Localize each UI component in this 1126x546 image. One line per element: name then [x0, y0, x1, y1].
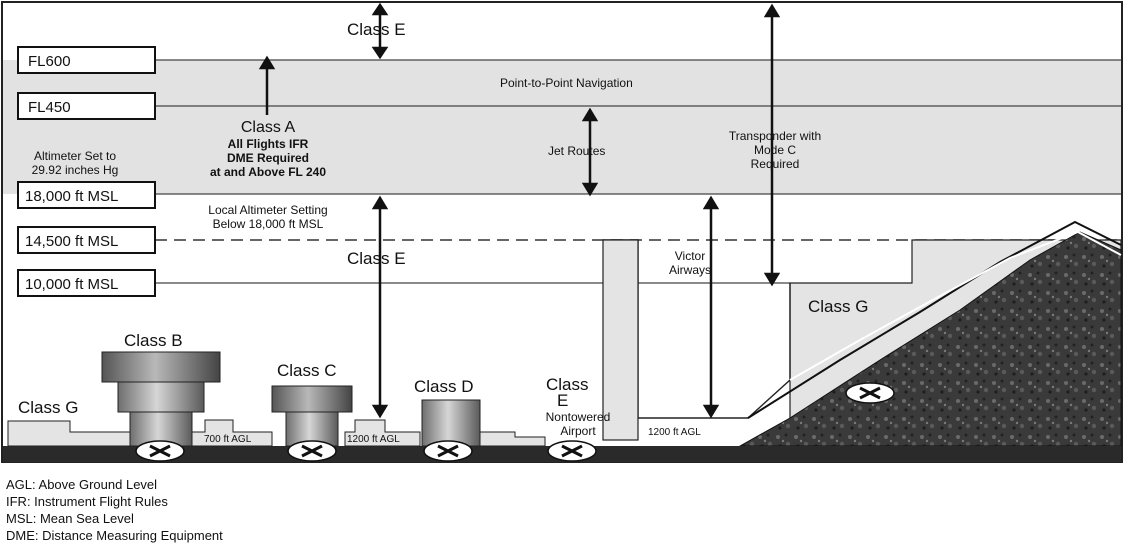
arrow-head — [371, 46, 389, 60]
label-agl-1200-b: 1200 ft AGL — [648, 427, 701, 438]
altitude-label: FL450 — [28, 99, 71, 116]
label-class-g-right: Class G — [808, 297, 868, 316]
label-victor-line1: Victor — [675, 249, 705, 263]
label-class-a-line1: All Flights IFR — [228, 137, 309, 151]
label-point-to-point: Point-to-Point Navigation — [500, 76, 633, 90]
label-class-g-left: Class G — [18, 398, 78, 417]
label-class-a-line2: DME Required — [227, 151, 309, 165]
label-altimeter-line2: 29.92 inches Hg — [32, 163, 119, 177]
label-class-a-title: Class A — [241, 119, 296, 136]
label-class-d: Class D — [414, 377, 474, 396]
label-transponder-line1: Transponder with — [729, 129, 821, 143]
altitude-box-fl450: FL450 — [17, 92, 156, 120]
label-class-c: Class C — [277, 361, 337, 380]
legend: AGL: Above Ground Level IFR: Instrument … — [6, 476, 223, 544]
class-d-airspace — [421, 399, 481, 447]
label-class-e-low-1: Class — [546, 375, 589, 394]
label-local-alt-line1: Local Altimeter Setting — [208, 203, 327, 217]
class-e-floor-outline — [189, 419, 273, 447]
arrow-head — [581, 107, 599, 122]
legend-ifr: IFR: Instrument Flight Rules — [6, 494, 168, 509]
label-class-e-top: Class E — [347, 20, 406, 39]
label-agl-1200-a: 1200 ft AGL — [347, 434, 400, 445]
altitude-label: FL600 — [28, 53, 71, 70]
label-class-a-line3: at and Above FL 240 — [210, 165, 326, 179]
label-class-e-low-2: E — [557, 391, 568, 410]
arrow-head — [763, 3, 781, 18]
label-jet-routes: Jet Routes — [548, 144, 605, 158]
airport-icon — [547, 440, 597, 462]
class-c-airspace — [271, 385, 353, 447]
label-class-e-mid: Class E — [347, 249, 406, 268]
band-class-a — [3, 106, 1121, 194]
terrain-line-inner — [789, 230, 1122, 381]
altitude-label: 10,000 ft MSL — [25, 276, 118, 293]
label-local-alt-line2: Below 18,000 ft MSL — [213, 217, 324, 231]
terrain-line-outer — [747, 220, 1122, 419]
arrow-head — [702, 404, 720, 419]
airport-icon — [287, 440, 337, 462]
legend-dme: DME: Distance Measuring Equipment — [6, 528, 223, 543]
arrow-head — [702, 195, 720, 210]
mountain — [738, 231, 1122, 447]
legend-msl: MSL: Mean Sea Level — [6, 511, 134, 526]
arrow-head — [371, 2, 389, 16]
band-fl600-fl450 — [3, 60, 1121, 106]
label-class-b: Class B — [124, 331, 183, 350]
airport-icon — [135, 440, 185, 462]
altitude-box-10000: 10,000 ft MSL — [17, 269, 156, 297]
altitude-label: 14,500 ft MSL — [25, 233, 118, 250]
altitude-label: 18,000 ft MSL — [25, 188, 118, 205]
arrow-head — [581, 182, 599, 197]
altitude-box-fl600: FL600 — [17, 46, 156, 74]
legend-agl: AGL: Above Ground Level — [6, 477, 158, 492]
altitude-box-18000: 18,000 ft MSL — [17, 181, 156, 209]
arrow-head — [371, 195, 389, 210]
label-transponder-line3: Required — [751, 157, 800, 171]
victor-airway-column — [602, 239, 639, 441]
arrow-head — [763, 272, 781, 287]
airport-icon — [423, 440, 473, 462]
label-nontowered-2: Airport — [560, 424, 596, 438]
label-nontowered-1: Nontowered — [546, 410, 611, 424]
class-e-floor-outline-2 — [344, 419, 421, 447]
class-b-airspace — [101, 351, 221, 447]
arrow-head — [371, 404, 389, 419]
label-altimeter-line1: Altimeter Set to — [34, 149, 116, 163]
altitude-box-14500: 14,500 ft MSL — [17, 226, 156, 254]
label-transponder-line2: Mode C — [754, 143, 796, 157]
airport-icon — [845, 382, 895, 404]
label-victor-line2: Airways — [669, 263, 711, 277]
label-agl-700: 700 ft AGL — [204, 434, 252, 445]
arrow-head — [258, 55, 276, 70]
